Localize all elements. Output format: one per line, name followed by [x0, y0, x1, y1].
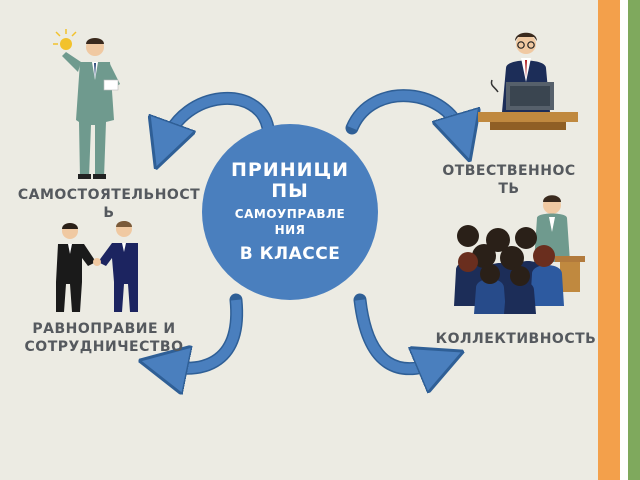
arrow-to-collectivity: [353, 293, 438, 369]
center-title: ПРИНИЦИПЫ: [230, 159, 350, 202]
independence-label: САМОСТОЯТЕЛЬНОСТЬ: [17, 187, 201, 221]
equality-cooperation-label: РАВНОПРАВИЕ И СОТРУДНИЧЕСТВО: [24, 321, 184, 355]
green-stripe: [628, 0, 640, 480]
arrow-to-independence: [165, 92, 275, 143]
collectivity-label: КОЛЛЕКТИВНОСТЬ: [435, 331, 597, 347]
center-subtitle: САМОУПРАВЛЕНИЯ: [234, 207, 346, 237]
decorative-side-stripes: [598, 0, 640, 480]
white-stripe: [620, 0, 628, 480]
arrow-to-responsibility: [345, 89, 462, 135]
arrow-to-equality: [166, 293, 244, 368]
center-tail: В КЛАССЕ: [239, 244, 341, 264]
presenter-with-lightbulb-icon: [53, 29, 120, 179]
principles-center-circle: ПРИНИЦИПЫ САМОУПРАВЛЕНИЯ В КЛАССЕ: [202, 124, 378, 300]
audience-and-speaker-icon: [454, 195, 585, 314]
handshake-icon: [56, 221, 138, 312]
orange-stripe: [598, 0, 620, 480]
responsibility-label: ОТВЕСТВЕННОСТЬ: [442, 163, 576, 197]
speaker-at-podium-icon: [478, 32, 578, 130]
